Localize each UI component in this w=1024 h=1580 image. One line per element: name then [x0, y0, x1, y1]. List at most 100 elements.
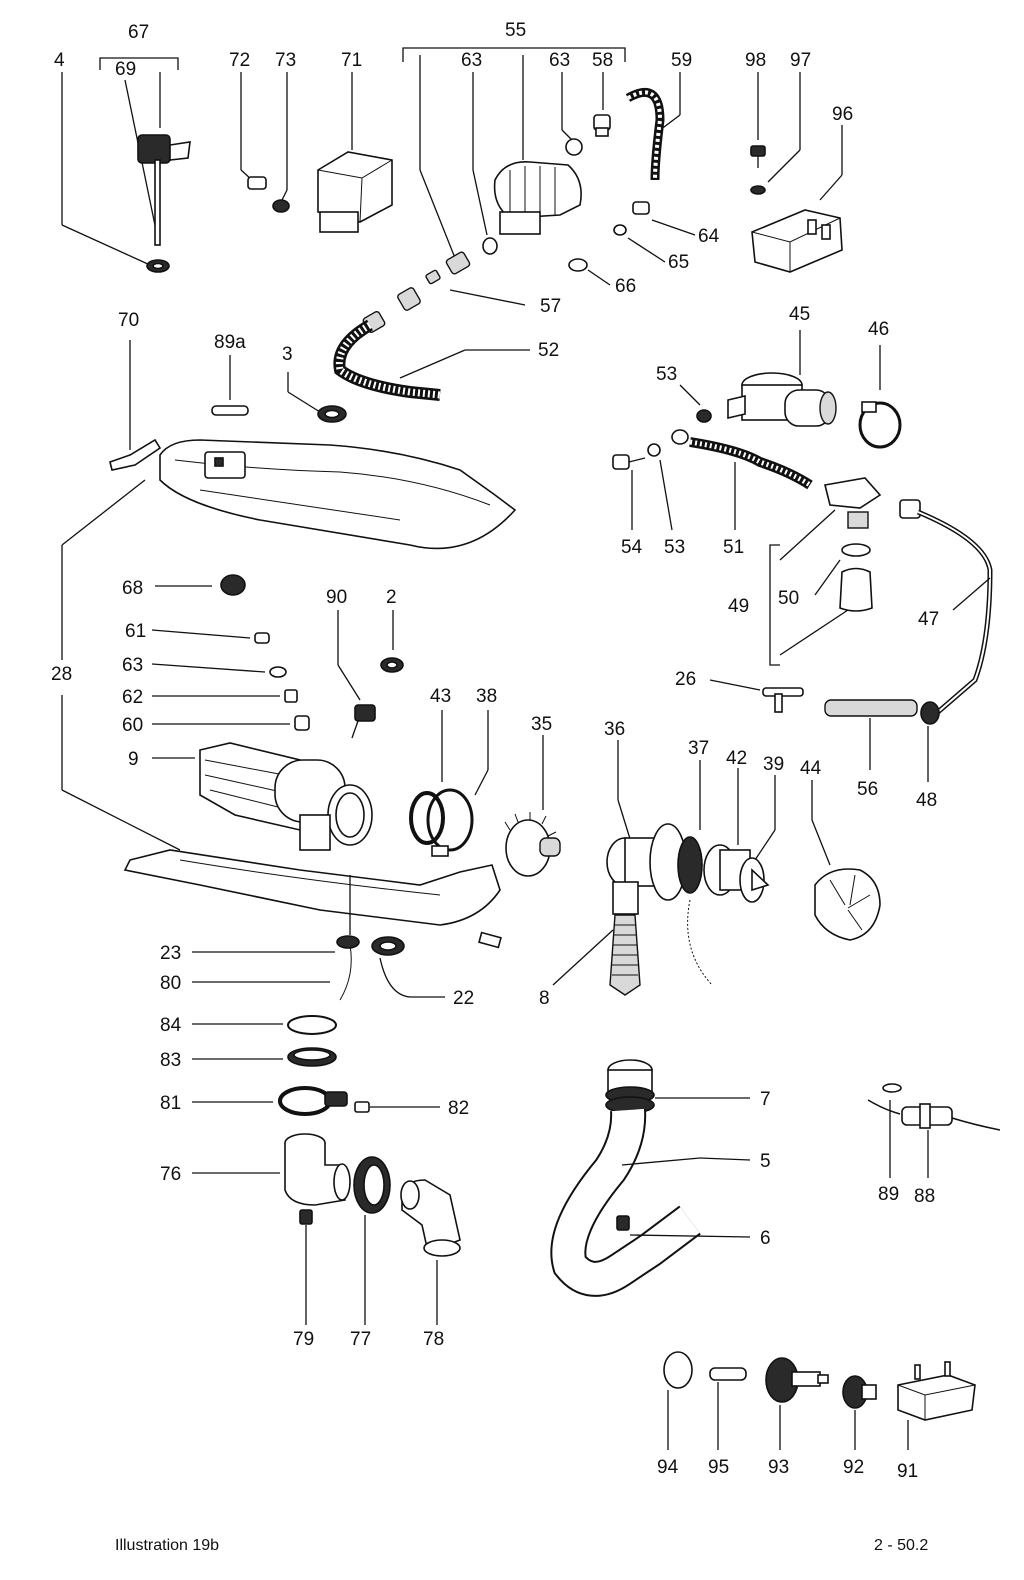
- part-36-burner-head: [606, 740, 687, 915]
- callout-45: 45: [789, 304, 810, 325]
- part-76-elbow: [192, 1133, 351, 1206]
- part-48-grommet: [920, 701, 940, 782]
- part-4-washer: [61, 72, 170, 273]
- callout-36: 36: [604, 719, 625, 740]
- part-63-seal-c: [151, 663, 287, 678]
- part-68-plug: [155, 574, 246, 596]
- part-97-washer: [750, 72, 801, 195]
- callout-63-c: 63: [122, 655, 143, 676]
- part-73-washer: [272, 72, 290, 213]
- callout-77: 77: [350, 1329, 371, 1350]
- part-58-banjo-bolt: [593, 72, 611, 137]
- part-96-relay: [751, 125, 843, 273]
- callout-44: 44: [800, 758, 822, 779]
- callout-59: 59: [671, 50, 692, 71]
- callout-78: 78: [423, 1329, 444, 1350]
- part-66-washer: [568, 258, 611, 286]
- callout-79: 79: [293, 1329, 314, 1350]
- part-70-clip: [109, 340, 162, 471]
- part-28-lower-housing: [123, 849, 502, 1001]
- callout-38: 38: [476, 686, 497, 707]
- part-71-relay: [317, 72, 393, 233]
- part-46-clamp: [858, 345, 902, 449]
- part-28-upper-housing: [61, 439, 517, 851]
- callout-89a: 89a: [214, 332, 246, 353]
- part-98-screw: [750, 72, 766, 168]
- part-90-glow-plug: [337, 610, 376, 739]
- part-88-connector: [867, 1099, 1001, 1178]
- part-77-gasket: [353, 1156, 391, 1325]
- part-65-washer: [613, 224, 666, 263]
- callout-98: 98: [745, 50, 766, 71]
- callout-37: 37: [688, 738, 709, 759]
- callout-92: 92: [843, 1457, 864, 1478]
- part-3-seal: [287, 372, 347, 423]
- callout-82: 82: [448, 1098, 469, 1119]
- callout-52: 52: [538, 340, 559, 361]
- callout-50: 50: [778, 588, 799, 609]
- part-47-line: [899, 499, 993, 714]
- part-37-seal: [677, 760, 703, 894]
- callout-23: 23: [160, 943, 181, 964]
- part-53-washer-b: [647, 443, 673, 531]
- callout-65: 65: [668, 252, 689, 273]
- part-39-electrode: [739, 775, 776, 903]
- part-59-fuel-hose: [625, 72, 681, 181]
- part-57-fitting: [419, 55, 526, 306]
- callout-90: 90: [326, 587, 347, 608]
- callout-54: 54: [621, 537, 643, 558]
- part-9-combustion-chamber: [152, 742, 373, 851]
- part-51-hose: [671, 429, 813, 530]
- callout-47: 47: [918, 609, 939, 630]
- callout-63-b: 63: [549, 50, 570, 71]
- callout-81: 81: [160, 1093, 181, 1114]
- callout-64: 64: [698, 226, 720, 247]
- callout-72: 72: [229, 50, 250, 71]
- illustration-label: Illustration 19b: [115, 1537, 220, 1554]
- callout-68: 68: [122, 578, 143, 599]
- callout-51: 51: [723, 537, 744, 558]
- part-82-bolt: [354, 1101, 440, 1113]
- callout-69: 69: [115, 59, 136, 80]
- callout-42: 42: [726, 748, 747, 769]
- part-72-bolt: [240, 72, 267, 190]
- part-79-screw: [299, 1209, 313, 1325]
- part-8-exhaust-flex: [552, 899, 713, 996]
- callout-53-a: 53: [656, 364, 677, 385]
- part-62-bolt: [152, 689, 298, 703]
- part-67-switch: [99, 57, 191, 246]
- callout-80: 80: [160, 973, 181, 994]
- part-81-clamp: [192, 1086, 348, 1116]
- part-55-fuel-pump: [402, 47, 626, 235]
- part-54-bolt: [612, 454, 646, 530]
- callout-71: 71: [341, 50, 362, 71]
- callout-93: 93: [768, 1457, 789, 1478]
- part-91-socket: [897, 1361, 976, 1450]
- callout-22: 22: [453, 988, 474, 1009]
- callout-49: 49: [728, 596, 749, 617]
- part-60-nozzle: [152, 715, 310, 731]
- part-95-fuse: [709, 1367, 747, 1450]
- callout-73: 73: [275, 50, 296, 71]
- part-92-nut: [842, 1375, 877, 1450]
- callout-8: 8: [539, 988, 550, 1009]
- callout-97: 97: [790, 50, 811, 71]
- callout-94: 94: [657, 1457, 679, 1478]
- part-26-tee: [709, 679, 804, 713]
- callout-62: 62: [122, 687, 143, 708]
- part-23-seal: [192, 935, 360, 953]
- part-61-screw: [151, 629, 270, 644]
- page-number: 2 - 50.2: [874, 1537, 929, 1554]
- callout-67: 67: [128, 22, 149, 43]
- part-63-seal-right: [561, 72, 583, 156]
- callout-89: 89: [878, 1184, 899, 1205]
- part-78-elbow: [400, 1179, 461, 1325]
- part-2-seal: [380, 610, 404, 673]
- callout-48: 48: [916, 790, 937, 811]
- part-83-ring: [192, 1047, 337, 1067]
- callout-58: 58: [592, 50, 613, 71]
- callout-70: 70: [118, 310, 139, 331]
- part-45-coil: [727, 330, 837, 427]
